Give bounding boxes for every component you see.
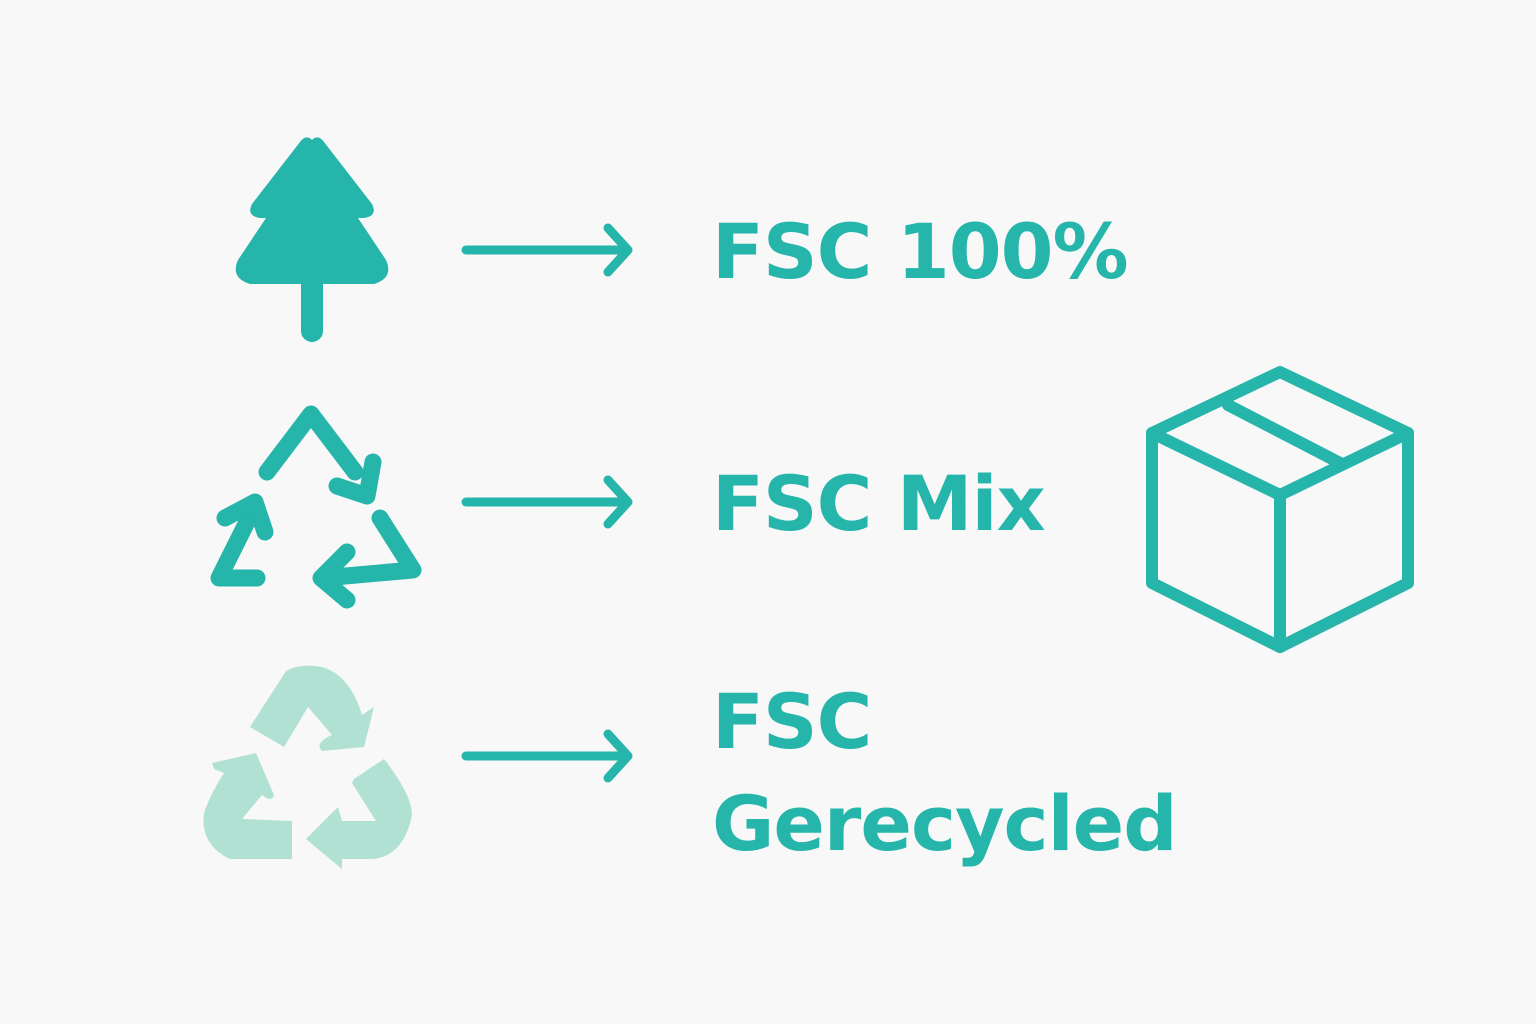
tree-icon — [235, 137, 389, 342]
label-fsc-100: FSC 100% — [712, 207, 1129, 296]
label-fsc-mix: FSC Mix — [712, 459, 1046, 548]
arrow-right-icon — [461, 223, 633, 277]
arrow-right-icon — [461, 475, 633, 529]
arrow-right-icon — [461, 729, 633, 783]
recycle-solid-icon — [203, 665, 412, 869]
recycle-outline-icon — [210, 405, 422, 609]
label-fsc-recycled-line2: Gerecycled — [712, 779, 1178, 868]
label-fsc-recycled-line1: FSC — [712, 677, 872, 766]
box-icon — [1146, 366, 1414, 653]
